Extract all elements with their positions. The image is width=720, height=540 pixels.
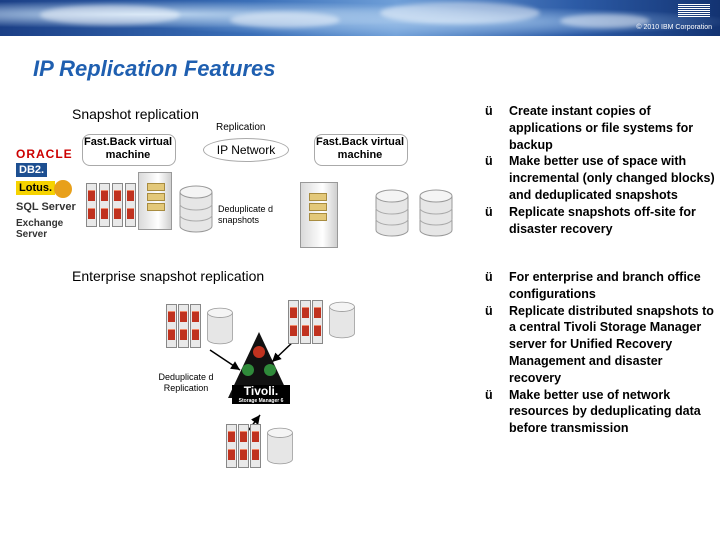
disk-icon — [207, 307, 233, 345]
websphere-icon — [54, 180, 72, 198]
disk-icon — [375, 189, 409, 237]
server-icon — [138, 172, 172, 230]
enterprise-replication-heading: Enterprise snapshot replication — [72, 268, 265, 284]
check-icon: ü — [485, 270, 493, 284]
check-icon: ü — [485, 154, 493, 169]
disk-icon — [179, 185, 213, 233]
tivoli-pyramid-icon — [228, 332, 290, 398]
ibm-logo — [678, 4, 710, 18]
tivoli-sub-logo: Storage Manager 6 — [232, 398, 290, 404]
replication-label: Replication — [216, 122, 266, 133]
header-banner: © 2010 IBM Corporation — [0, 0, 720, 36]
tivoli-logo: Tivoli. — [232, 385, 290, 398]
right-vm-label: Fast.Back virtual machine — [315, 136, 405, 161]
oracle-logo: ORACLE — [16, 147, 73, 161]
check-icon: ü — [485, 303, 493, 318]
check-icon: ü — [485, 387, 493, 402]
disk-icon — [329, 301, 355, 339]
sqlserver-logo: SQL Server — [16, 201, 76, 213]
lotus-logo: Lotus. — [16, 181, 55, 195]
disk-icon — [267, 427, 293, 465]
copyright-text: © 2010 IBM Corporation — [636, 24, 712, 31]
snapshot-replication-heading: Snapshot replication — [72, 106, 199, 122]
ip-network-oval: IP Network — [203, 138, 289, 162]
slide-title: IP Replication Features — [33, 56, 276, 81]
right-vm-box — [314, 134, 408, 166]
exchange-logo: Exchange Server — [16, 218, 64, 240]
disk-icon — [419, 189, 453, 237]
check-icon: ü — [485, 104, 493, 118]
deduplicated-snapshots-label: Deduplicate d snapshots — [218, 204, 274, 225]
left-vm-label: Fast.Back virtual machine — [83, 136, 173, 161]
left-vm-box — [82, 134, 176, 166]
check-icon: ü — [485, 204, 493, 219]
deduplicated-replication-label: Deduplicate d Replication — [158, 372, 214, 393]
db2-logo: DB2. — [16, 163, 48, 177]
server-icon — [300, 182, 338, 248]
